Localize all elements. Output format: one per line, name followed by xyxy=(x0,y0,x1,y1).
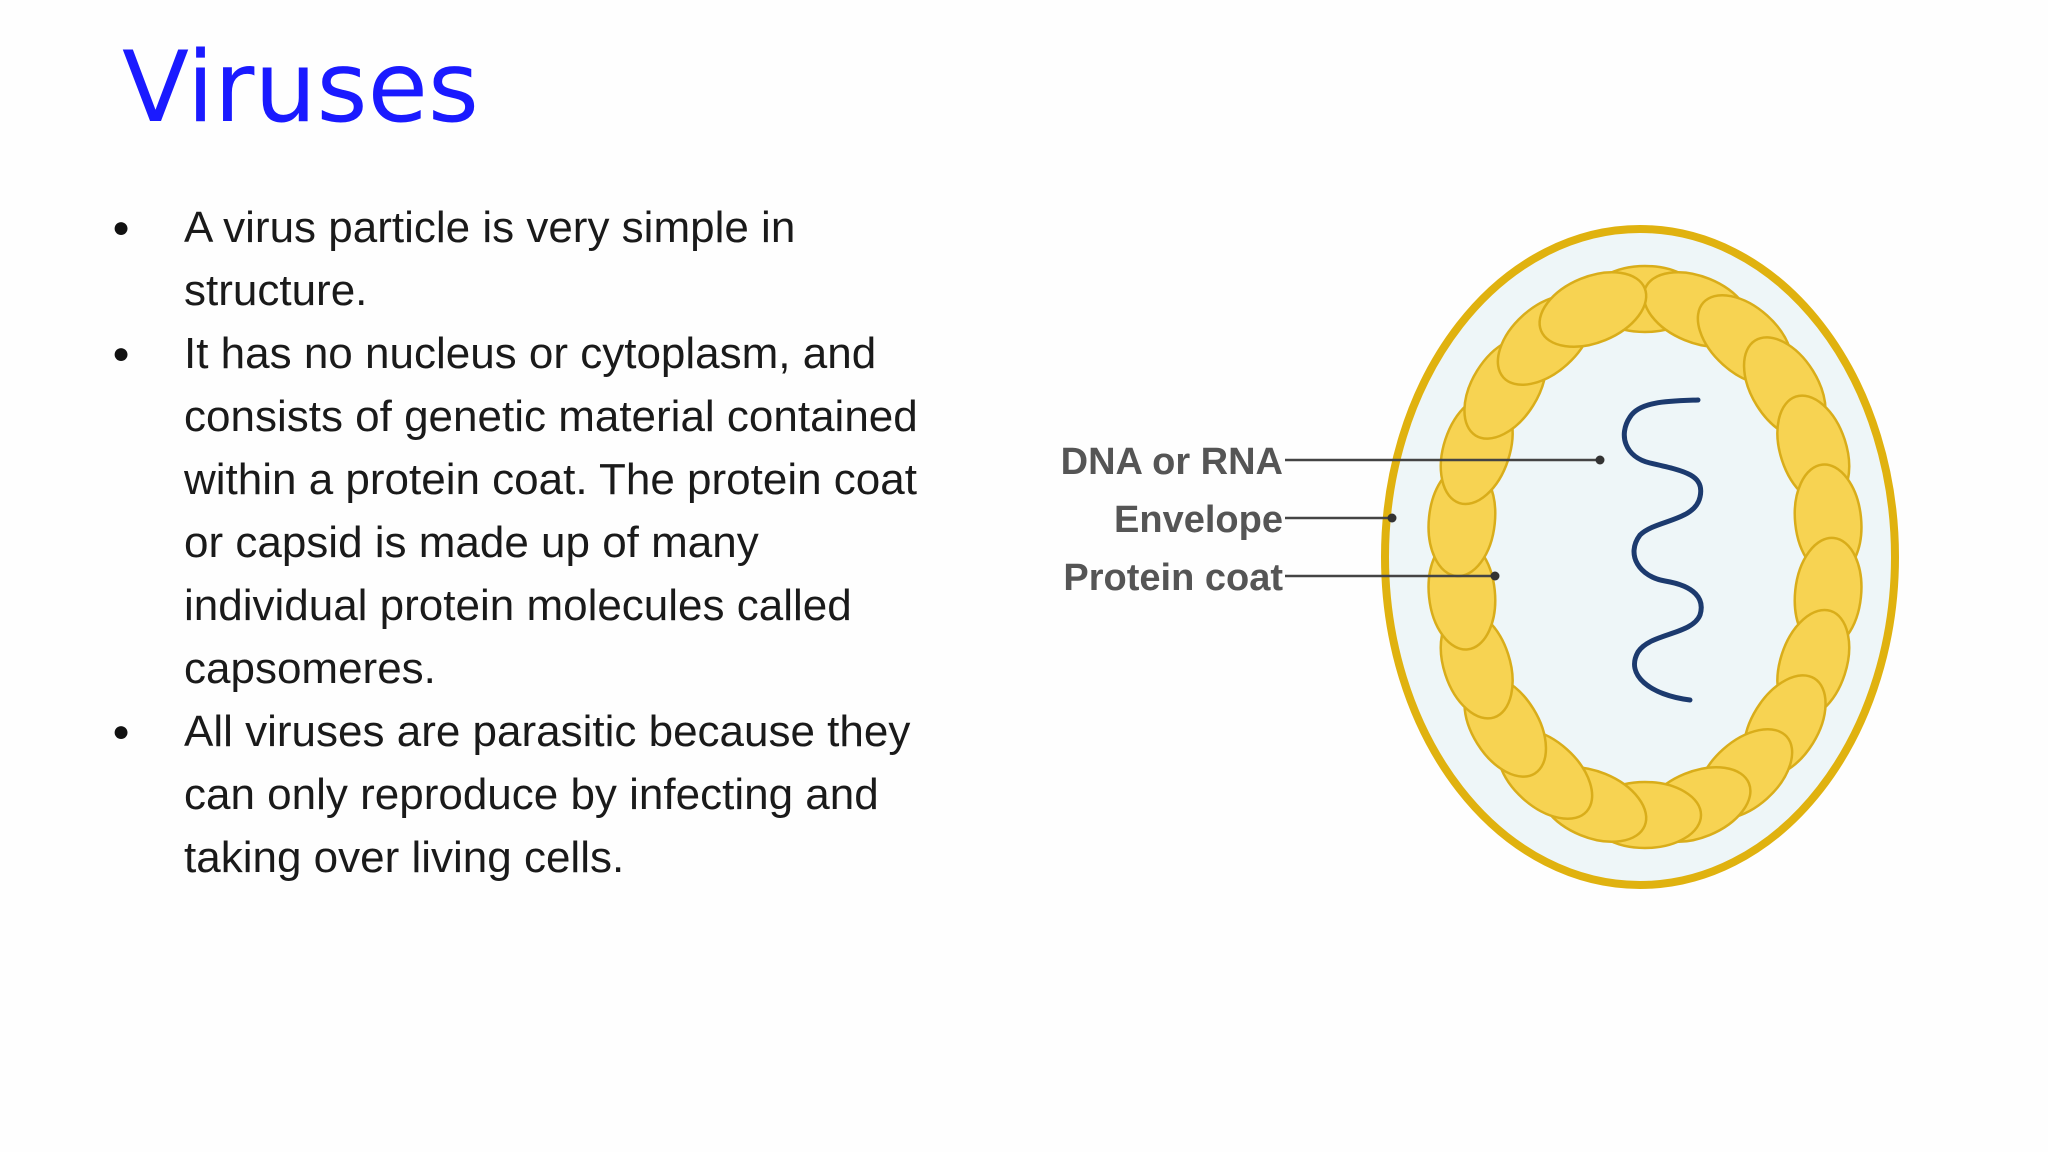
bullet-dot-icon: ● xyxy=(112,211,131,244)
label-envelope: Envelope xyxy=(1114,499,1283,541)
virus-diagram-svg: DNA or RNA Envelope Protein coat xyxy=(1061,225,1899,889)
label-dna-rna: DNA or RNA xyxy=(1061,441,1283,483)
bullet-item: ● All viruses are parasitic because they… xyxy=(108,700,938,889)
bullet-text: All viruses are parasitic because they c… xyxy=(184,707,911,882)
genetic-material-strand xyxy=(1621,397,1704,703)
bullet-dot-icon: ● xyxy=(112,337,131,370)
virus-diagram: DNA or RNA Envelope Protein coat xyxy=(1040,205,1920,910)
pointer-dot-dna xyxy=(1595,455,1605,465)
bullet-list: ● A virus particle is very simple in str… xyxy=(108,196,938,889)
slide-title: Viruses xyxy=(122,31,479,145)
bullet-text: It has no nucleus or cytoplasm, and cons… xyxy=(184,329,918,693)
capsomere-ring xyxy=(1427,264,1863,850)
capsomere xyxy=(1538,271,1648,348)
bullet-item: ● It has no nucleus or cytoplasm, and co… xyxy=(108,322,938,700)
pointer-dot-protein-coat xyxy=(1490,571,1500,581)
bullet-text: A virus particle is very simple in struc… xyxy=(184,203,796,315)
label-protein-coat: Protein coat xyxy=(1063,557,1283,599)
bullet-item: ● A virus particle is very simple in str… xyxy=(108,196,938,322)
bullet-dot-icon: ● xyxy=(112,715,131,748)
pointer-dot-envelope xyxy=(1387,513,1397,523)
